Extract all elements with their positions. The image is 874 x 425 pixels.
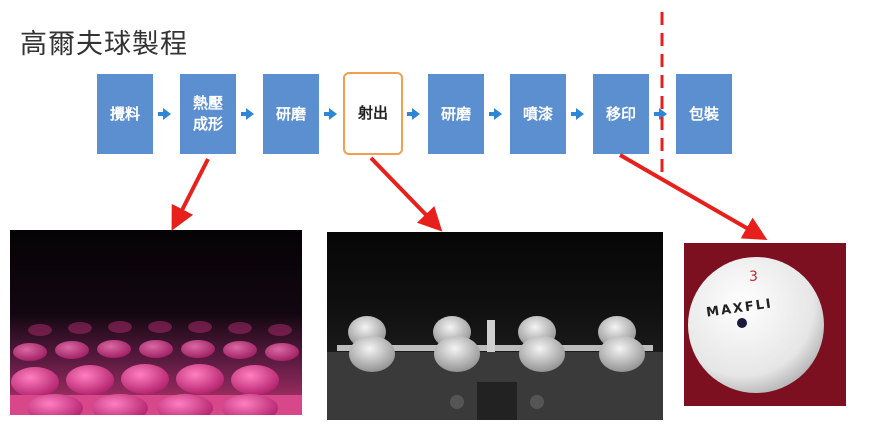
step-injection: 射出 bbox=[343, 72, 403, 155]
ball-number: 3 bbox=[749, 269, 758, 285]
step-compression-molding: 熱壓成形 bbox=[180, 74, 236, 154]
flow-arrow-icon bbox=[571, 108, 584, 120]
pointer-arrow-to-golf-ball bbox=[619, 153, 768, 240]
pointer-arrow-to-injection-mold bbox=[369, 156, 443, 232]
flow-arrow-icon bbox=[407, 108, 420, 120]
step-mixing: 攪料 bbox=[97, 74, 153, 154]
flow-arrow-icon bbox=[158, 108, 171, 120]
step-grinding-2: 研磨 bbox=[428, 74, 484, 154]
pointer-arrow-to-molded-balls bbox=[171, 158, 210, 231]
photo-printed-golf-ball: 3 MAXFLI bbox=[684, 243, 846, 406]
diagram-title: 高爾夫球製程 bbox=[20, 29, 188, 60]
flow-arrow-icon bbox=[324, 108, 337, 120]
step-pad-printing: 移印 bbox=[593, 74, 649, 154]
photo-injection-mold bbox=[327, 232, 663, 420]
photo-compression-molded-balls bbox=[10, 230, 302, 415]
step-packaging: 包裝 bbox=[676, 74, 732, 154]
flow-arrow-icon bbox=[654, 108, 667, 120]
flow-arrow-icon bbox=[241, 108, 254, 120]
flow-arrow-icon bbox=[489, 108, 502, 120]
step-grinding-1: 研磨 bbox=[263, 74, 319, 154]
step-painting: 噴漆 bbox=[510, 74, 566, 154]
